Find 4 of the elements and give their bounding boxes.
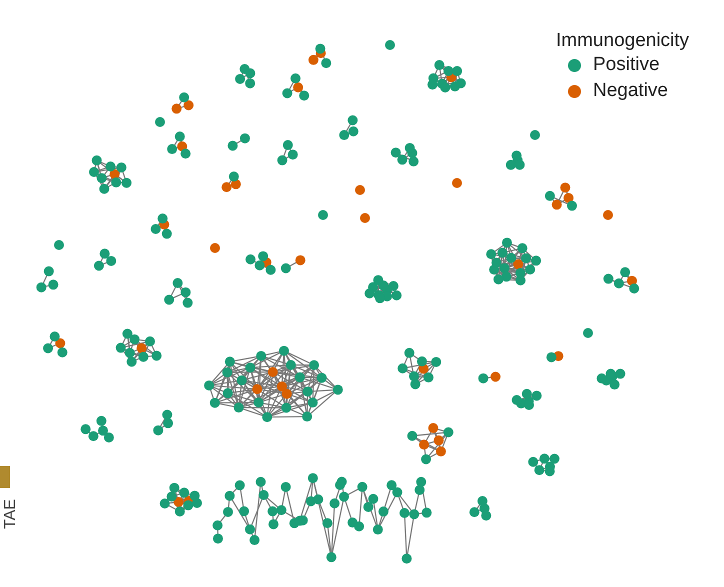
axis-label: TAE xyxy=(2,499,20,529)
legend-title: Immunogenicity xyxy=(556,30,690,52)
legend-label: Negative xyxy=(593,80,668,102)
legend-label: Positive xyxy=(593,54,660,76)
